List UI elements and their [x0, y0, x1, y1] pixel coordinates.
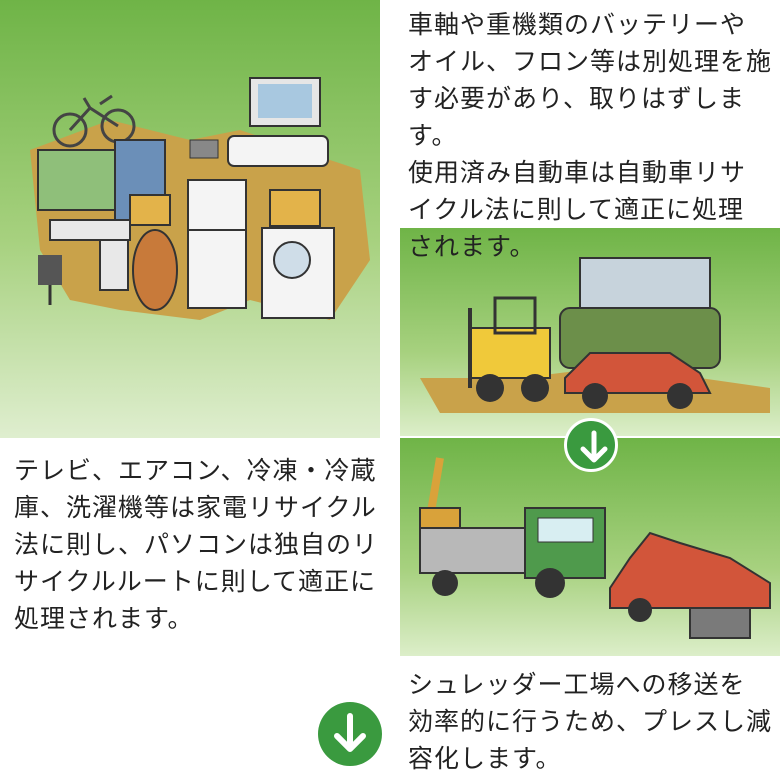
microwave: [269, 189, 321, 227]
truck-container: [579, 257, 711, 314]
appliance-recycling-description: テレビ、エアコン、冷凍・冷蔵 庫、洗濯機等は家電リサイクル 法に則し、パソコンは…: [14, 456, 379, 633]
air-conditioner: [227, 135, 329, 167]
red-car-icon: [564, 352, 712, 409]
washing-machine-door: [273, 241, 311, 279]
arrow-down-icon: [564, 418, 618, 472]
oil-drum: [132, 229, 178, 311]
refrigerator: [187, 179, 247, 309]
crushed-cars: [419, 527, 531, 574]
desk: [49, 219, 131, 241]
office-chair-icon: [38, 255, 62, 305]
vehicle-recycling-description: 車軸や重機類のバッテリーや オイル、フロン等は別処理を施 す必要があり、取りはず…: [408, 10, 773, 261]
press-truck-illustration: [400, 438, 780, 656]
desk-drawer: [99, 239, 129, 291]
truck-windshield: [537, 517, 594, 543]
tv-screen: [258, 84, 312, 118]
engine-parts: [689, 607, 751, 639]
scrap-car-icon: [609, 531, 771, 622]
excavator-icon: [419, 457, 461, 539]
telephone-icon: [189, 139, 219, 159]
vehicles-scene: [420, 257, 770, 413]
press-truck-scene: [419, 457, 771, 639]
arrow-down-icon: [318, 702, 382, 766]
press-description: シュレッダー工場への移送を 効率的に行うため、プレスし減 容化します。: [408, 670, 773, 773]
forklift-icon: [468, 296, 551, 402]
small-cabinet: [129, 194, 171, 226]
appliances-illustration: [0, 0, 380, 438]
appliances-scene: [30, 77, 370, 320]
vehicles-illustration: [400, 228, 780, 436]
kitchen-sink-unit: [37, 149, 119, 211]
